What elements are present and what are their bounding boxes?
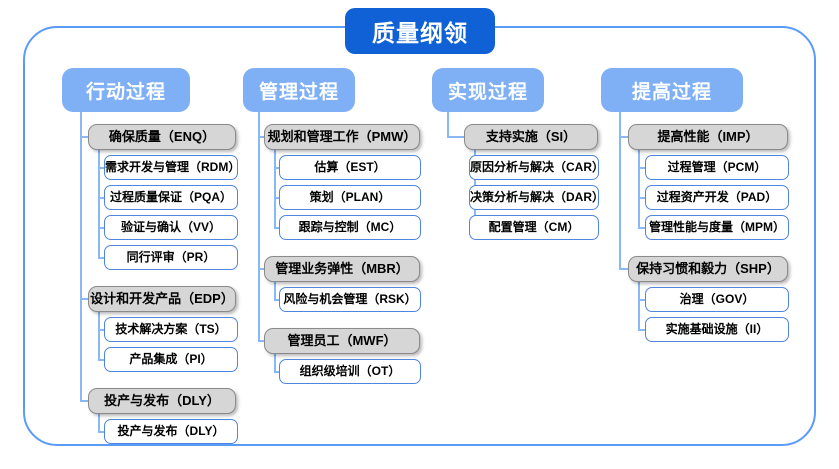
child-trunk-1-2 xyxy=(98,312,100,360)
leaf-box-3-1-1[interactable]: 原因分析与解决（CAR） xyxy=(469,155,604,180)
connector-col4-grp2 xyxy=(619,268,628,270)
leaf-box-1-1-2[interactable]: 过程质量保证（PQA） xyxy=(104,185,238,210)
leaf-box-4-2-2[interactable]: 实施基础设施（II） xyxy=(645,317,789,342)
connector-grp1-3-leaf1 xyxy=(98,430,104,433)
child-trunk-1-1 xyxy=(98,150,100,258)
column-header-4[interactable]: 提高过程 xyxy=(601,68,743,112)
group-box-2-1[interactable]: 规划和管理工作（PMW） xyxy=(264,124,420,150)
connector-grp2-3-leaf1 xyxy=(274,370,279,373)
child-trunk-1-3 xyxy=(98,414,100,432)
leaf-box-2-1-3[interactable]: 跟踪与控制（MC） xyxy=(279,215,421,240)
leaf-box-4-1-3[interactable]: 管理性能与度量（MPM） xyxy=(645,215,789,240)
leaf-box-1-3-1[interactable]: 投产与发布（DLY） xyxy=(104,419,238,444)
connector-col2-grp1 xyxy=(258,136,264,138)
child-trunk-4-2 xyxy=(638,282,640,330)
leaf-box-1-1-1[interactable]: 需求开发与管理（RDM） xyxy=(104,155,240,180)
leaf-box-1-1-4[interactable]: 同行评审（PR） xyxy=(104,245,238,270)
child-trunk-2-2 xyxy=(274,282,276,300)
connector-grp2-2-leaf1 xyxy=(274,298,279,301)
connector-grp1-1-leaf1 xyxy=(98,166,104,169)
connector-col2-grp3 xyxy=(258,340,264,342)
connector-grp1-1-leaf4 xyxy=(98,256,104,259)
column-header-3[interactable]: 实现过程 xyxy=(432,68,544,112)
child-trunk-2-3 xyxy=(274,354,276,372)
leaf-box-2-1-2[interactable]: 策划（PLAN） xyxy=(279,185,421,210)
leaf-box-4-1-2[interactable]: 过程资产开发（PAD） xyxy=(645,185,789,210)
connector-col2-grp2 xyxy=(258,268,264,270)
leaf-box-4-2-1[interactable]: 治理（GOV） xyxy=(645,287,789,312)
leaf-box-4-1-1[interactable]: 过程管理（PCM） xyxy=(645,155,789,180)
column-trunk-1 xyxy=(80,112,82,401)
column-header-1[interactable]: 行动过程 xyxy=(62,68,190,112)
group-box-1-3[interactable]: 投产与发布（DLY） xyxy=(88,388,236,414)
child-trunk-2-1 xyxy=(274,150,276,228)
group-box-1-1[interactable]: 确保质量（ENQ） xyxy=(88,124,236,150)
connector-col4-grp1 xyxy=(619,136,628,138)
column-trunk-4 xyxy=(619,112,621,269)
connector-col1-grp1 xyxy=(80,136,88,138)
child-trunk-4-1 xyxy=(638,150,640,228)
leaf-box-1-2-1[interactable]: 技术解决方案（TS） xyxy=(104,317,238,342)
group-box-1-2[interactable]: 设计和开发产品（EDP） xyxy=(88,286,236,312)
column-trunk-2 xyxy=(258,112,260,341)
connector-col1-grp3 xyxy=(80,400,88,402)
connector-grp2-1-leaf3 xyxy=(274,226,279,229)
connector-grp1-2-leaf1 xyxy=(98,328,104,331)
diagram-title: 质量纲领 xyxy=(345,8,495,54)
connector-col1-grp2 xyxy=(80,298,88,300)
connector-grp1-1-leaf3 xyxy=(98,226,104,229)
connector-grp1-2-leaf2 xyxy=(98,358,104,361)
leaf-box-2-2-1[interactable]: 风险与机会管理（RSK） xyxy=(279,287,421,312)
leaf-box-1-1-3[interactable]: 验证与确认（VV） xyxy=(104,215,238,240)
group-box-4-2[interactable]: 保持习惯和毅力（SHP） xyxy=(628,256,788,282)
group-box-2-3[interactable]: 管理员工（MWF） xyxy=(264,328,420,354)
connector-grp2-1-leaf2 xyxy=(274,196,279,199)
leaf-box-2-1-1[interactable]: 估算（EST） xyxy=(279,155,421,180)
column-trunk-3 xyxy=(447,112,449,137)
connector-grp4-1-leaf3 xyxy=(638,226,645,229)
connector-grp4-2-leaf2 xyxy=(638,328,645,331)
leaf-box-1-2-2[interactable]: 产品集成（PI） xyxy=(104,347,238,372)
leaf-box-3-1-3[interactable]: 配置管理（CM） xyxy=(469,215,599,240)
leaf-box-3-1-2[interactable]: 决策分析与解决（DAR） xyxy=(469,185,604,210)
connector-col3-grp1 xyxy=(447,136,464,138)
connector-grp1-1-leaf2 xyxy=(98,196,104,199)
connector-grp4-1-leaf1 xyxy=(638,166,645,169)
connector-grp4-2-leaf1 xyxy=(638,298,645,301)
group-box-4-1[interactable]: 提高性能（IMP） xyxy=(628,124,788,150)
connector-grp2-1-leaf1 xyxy=(274,166,279,169)
leaf-box-2-3-1[interactable]: 组织级培训（OT） xyxy=(279,359,421,384)
connector-grp4-1-leaf2 xyxy=(638,196,645,199)
group-box-3-1[interactable]: 支持实施（SI） xyxy=(464,124,598,150)
column-header-2[interactable]: 管理过程 xyxy=(243,68,355,112)
group-box-2-2[interactable]: 管理业务弹性（MBR） xyxy=(264,256,420,282)
